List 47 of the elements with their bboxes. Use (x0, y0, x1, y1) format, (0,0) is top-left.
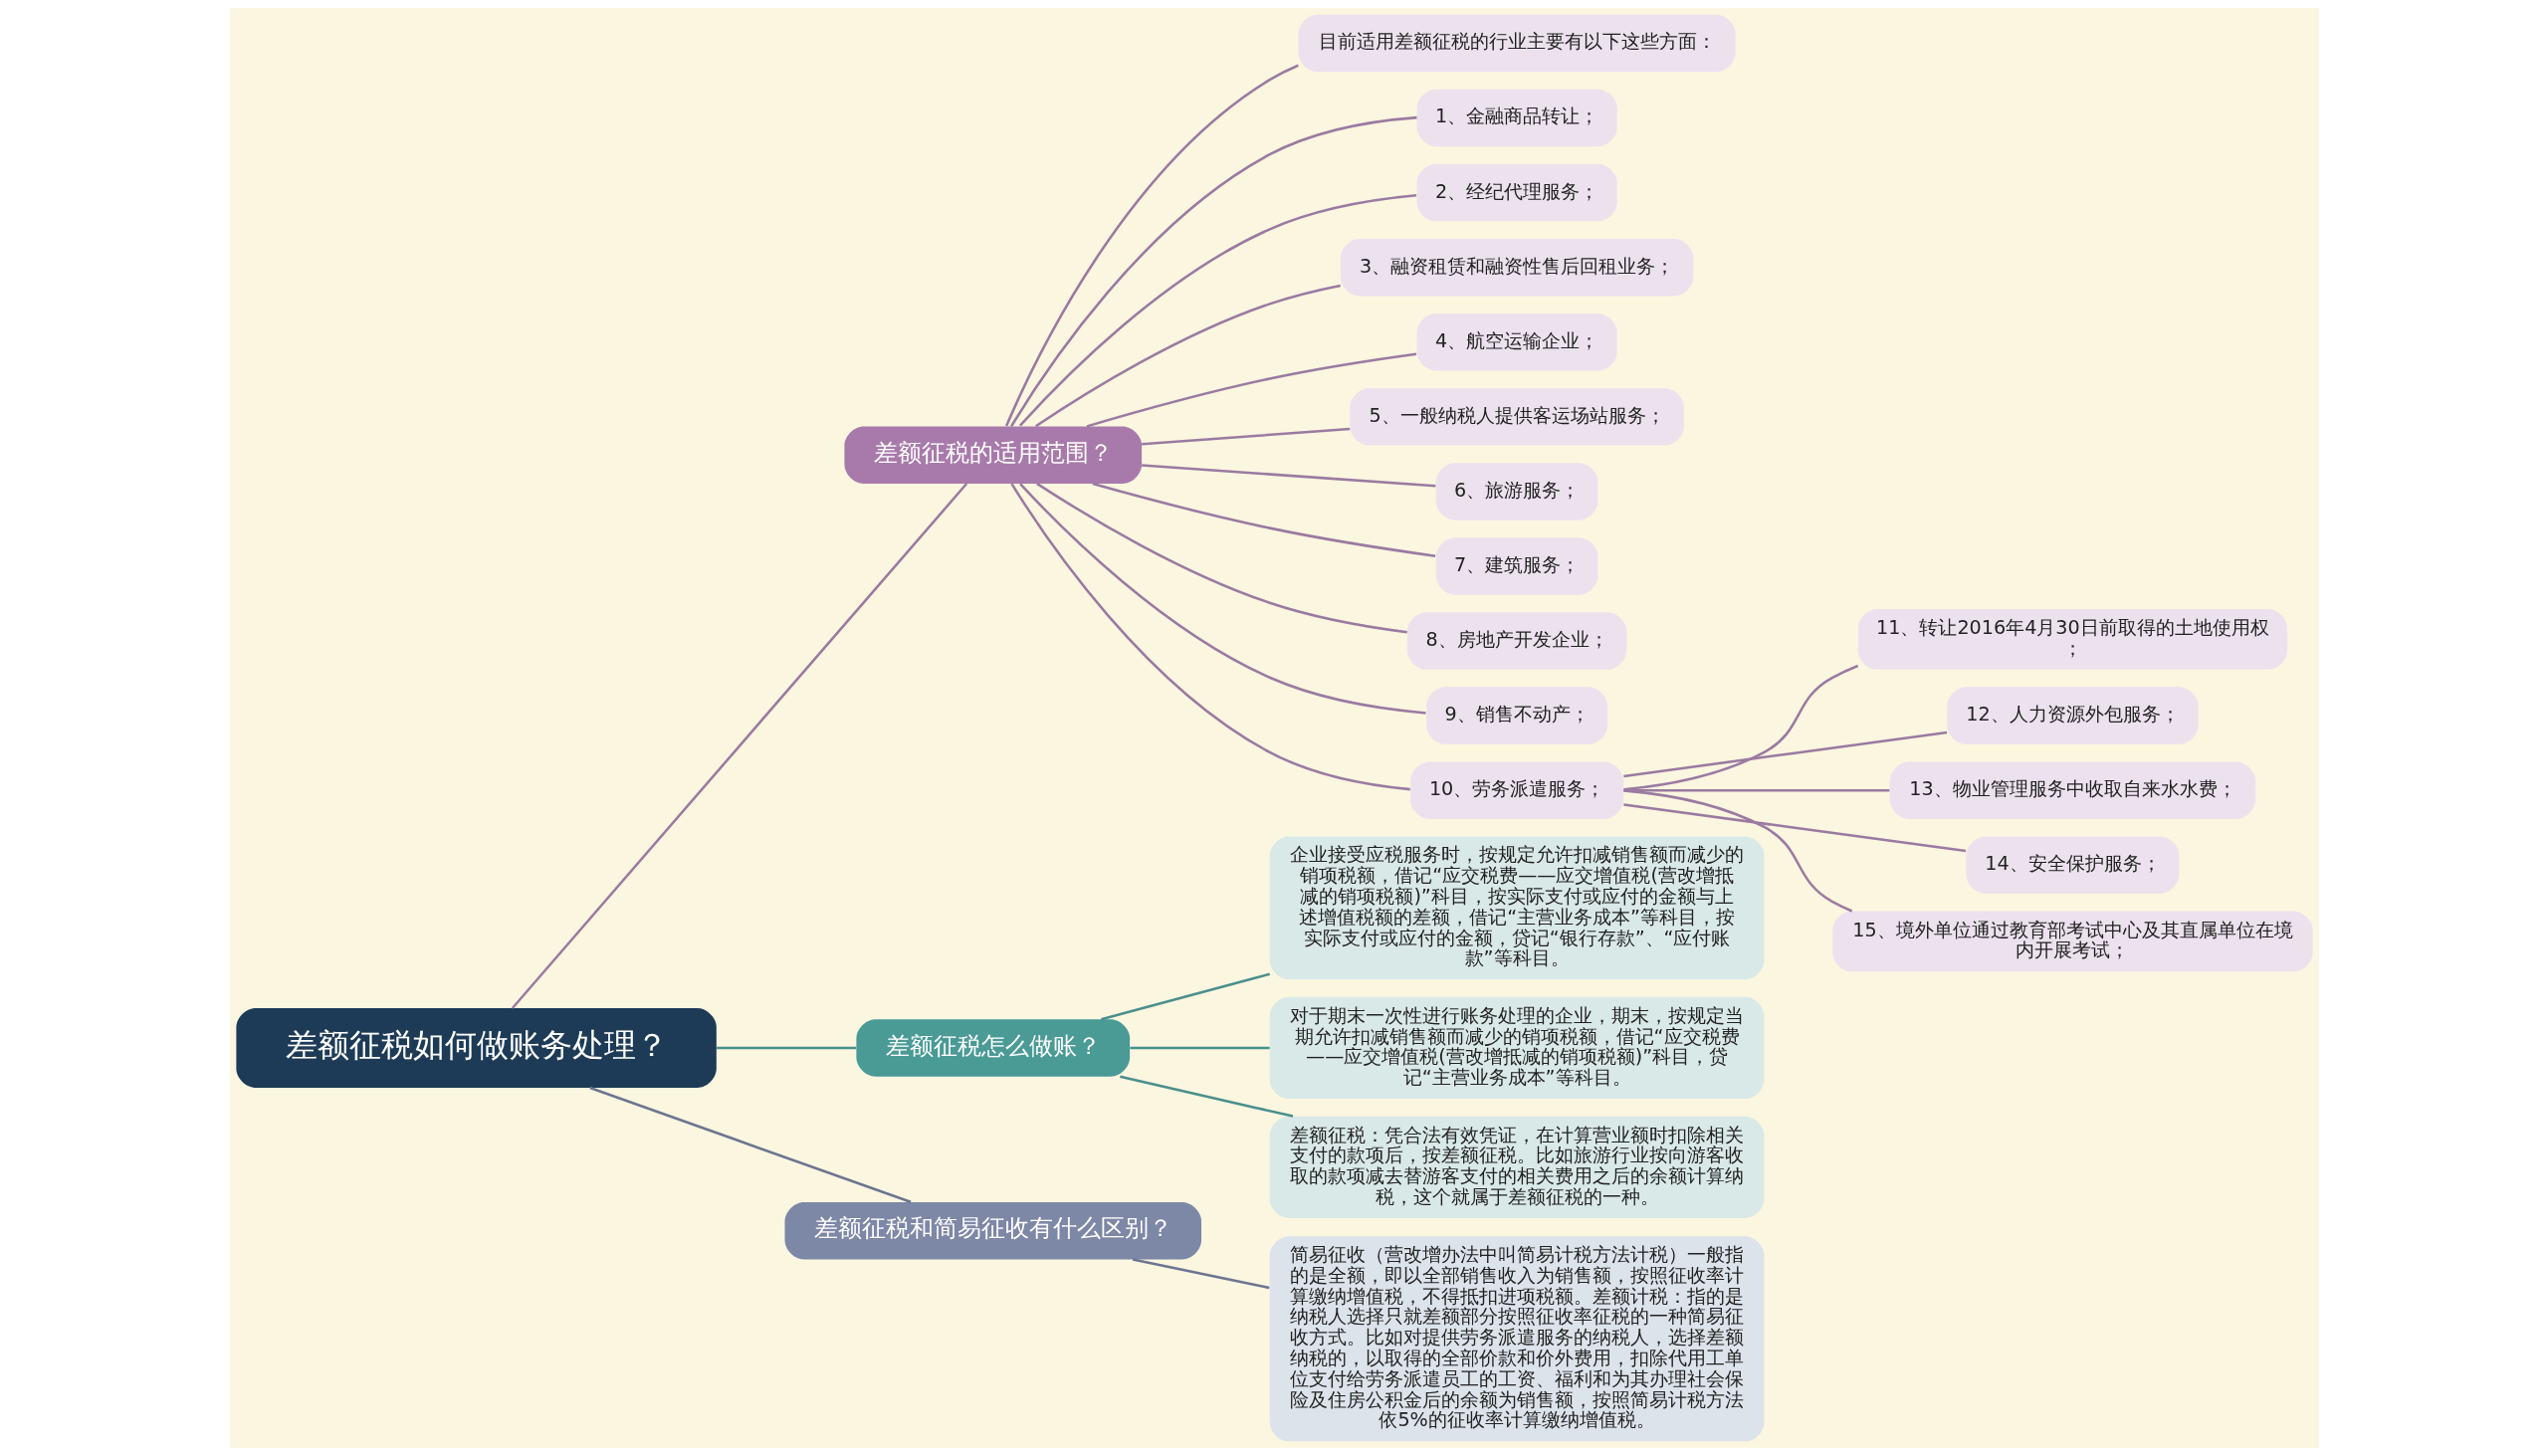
connector (1035, 482, 1407, 634)
connector (1034, 284, 1341, 428)
connector (1092, 482, 1435, 557)
node-box: 12、人力资源外包服务； (1946, 687, 2199, 744)
connector (716, 1046, 856, 1050)
node-box: 差额征税：凭合法有效凭证，在计算营业额时扣除相关支付的款项后，按差额征税。比如旅游行业按向游客收取的款项减去替游客支付的相关费用之后的余额计算纳税，这个就属于差额征税的一种。 (1269, 1116, 1764, 1218)
node-box: 7、建筑服务； (1435, 537, 1598, 595)
node-box: 5、一般纳税人提供客运场站服务； (1349, 388, 1684, 446)
node-box: 企业接受应税服务时，按规定允许扣减销售额而减少的销项税额，借记“应交税费——应交增值税(营改增抵减的销项税额)”科目，按实际支付或应付的金额与上述增值税额的差额，借记“主营业务成本”等科目，按实际支付或应付的金额，贷记“银行存款”、“应付账款”等科目。 (1269, 836, 1764, 980)
connector (1086, 352, 1416, 428)
node-box: 15、境外单位通过教育部考试中心及其直属单位在境内开展考试； (1831, 911, 2313, 972)
connector (511, 483, 967, 1009)
connector (1622, 730, 1947, 778)
node-box: 10、劳务派遣服务； (1409, 761, 1623, 819)
connector (1009, 483, 1410, 791)
connector (1004, 64, 1299, 427)
connector (1119, 1075, 1293, 1118)
node-box: 8、房地产开发企业； (1406, 612, 1626, 670)
connector (1129, 1046, 1270, 1050)
node-box: 2、经纪代理服务； (1415, 163, 1617, 222)
node-box: 目前适用差额征税的行业主要有以下这些方面： (1297, 14, 1736, 73)
node-box: 6、旅游服务； (1435, 463, 1598, 520)
connector (1141, 464, 1435, 488)
node-box: 14、安全保护服务； (1965, 836, 2179, 895)
connector (1009, 115, 1417, 427)
connector (1622, 788, 1889, 792)
connector (1622, 789, 1852, 913)
node-box: 1、金融商品转让； (1415, 89, 1617, 147)
connector (1141, 427, 1350, 446)
connector (588, 1086, 911, 1203)
node-box: 13、物业管理服务中收取自来水水费； (1889, 761, 2255, 819)
connector (1018, 483, 1426, 715)
connector (1132, 1258, 1270, 1290)
connector (1018, 193, 1416, 427)
node-box: 对于期末一次性进行账务处理的企业，期末，按规定当期允许扣减销售额而减少的销项税额，借记“应交税费——应交增值税(营改增抵减的销项税额)”科目，贷记“主营业务成本”等科目。 (1269, 996, 1764, 1100)
connector (1622, 664, 1858, 791)
connector (1622, 803, 1966, 853)
node-box: 差额征税的适用范围？ (843, 426, 1142, 484)
node-box: 差额征税怎么做账？ (855, 1019, 1130, 1077)
node-box: 9、销售不动产； (1425, 687, 1607, 744)
node-box: 简易征收（营改增办法中叫简易计税方法计税）一般指的是全额，即以全部销售收入为销售额，按照征收率计算缴纳增值税，不得抵扣进项税额。差额计税：指的是纳税人选择只就差额部分按照征收率征税的一种简易征收方式。比如对提供劳务派遣服务的纳税人，选择差额纳税的，以取得的全部价款和价外费用，扣除代用工单位支付给劳务派遣员工的工资、福利和为其办理社会保险及住房公积金后的余额为销售额，按照简易计税方法依5%的征收率计算缴纳增值税。 (1269, 1236, 1764, 1442)
node-box: 差额征税如何做账务处理？ (235, 1008, 717, 1088)
connector (1100, 972, 1270, 1021)
node-box: 4、航空运输企业； (1415, 312, 1617, 371)
node-box: 3、融资租赁和融资性售后回租业务； (1340, 238, 1693, 297)
node-box: 差额征税和简易征收有什么区别？ (784, 1201, 1201, 1260)
node-box: 11、转让2016年4月30日前取得的土地使用权； (1857, 609, 2287, 670)
